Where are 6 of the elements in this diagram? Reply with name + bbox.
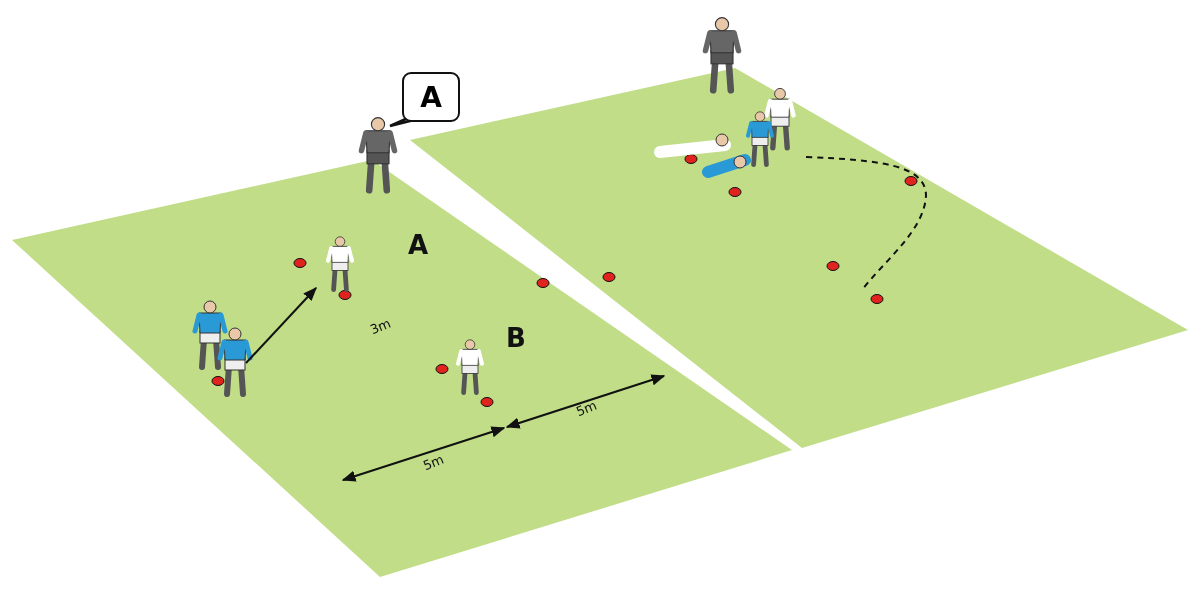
speech-bubble: A xyxy=(402,72,460,122)
distance-label: 5m xyxy=(421,452,446,473)
zone-letter: B xyxy=(506,325,526,351)
zone-letter: A xyxy=(408,232,429,258)
distance-label: 3m xyxy=(368,316,393,337)
distance-label: 5m xyxy=(574,398,599,419)
